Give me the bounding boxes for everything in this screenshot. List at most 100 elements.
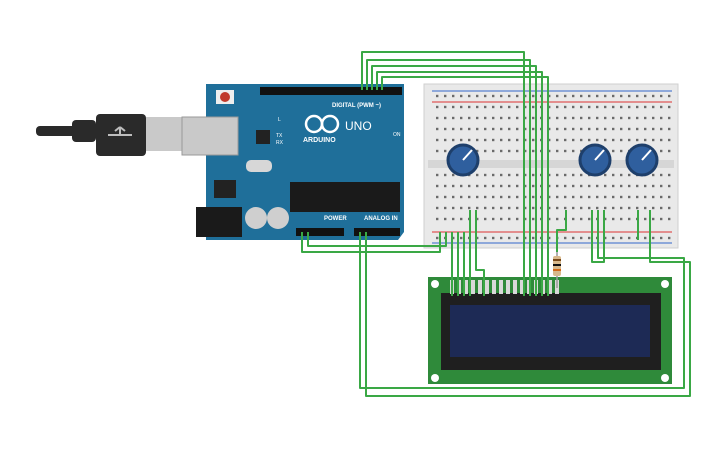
wire-gnd-to-breadboard: [307, 232, 447, 247]
breadboard-hole: [532, 127, 535, 131]
breadboard-hole: [524, 173, 527, 177]
breadboard-hole: [644, 116, 647, 120]
breadboard-hole: [436, 94, 439, 98]
breadboard-hole: [652, 195, 655, 199]
breadboard-hole: [604, 206, 607, 210]
breadboard-hole: [452, 127, 455, 131]
breadboard-hole: [468, 116, 471, 120]
breadboard-hole: [436, 206, 439, 210]
breadboard-hole: [556, 184, 559, 188]
breadboard-hole: [532, 184, 535, 188]
breadboard-hole: [596, 105, 599, 109]
wire-digital-to-lcd-4: [376, 71, 543, 296]
breadboard-hole: [612, 138, 615, 142]
breadboard-hole: [572, 127, 575, 131]
breadboard-hole: [516, 173, 519, 177]
mount-hole-br: [661, 374, 669, 382]
resistor-band-1: [553, 259, 561, 261]
breadboard-hole: [612, 116, 615, 120]
breadboard-hole: [460, 105, 463, 109]
breadboard-hole: [620, 149, 623, 153]
breadboard-hole: [604, 138, 607, 142]
potentiometer-2: [578, 143, 612, 177]
breadboard-hole: [460, 127, 463, 131]
breadboard-hole: [460, 116, 463, 120]
breadboard-hole: [508, 138, 511, 142]
potentiometer-1: [446, 143, 480, 177]
lcd-module: [428, 277, 672, 384]
lcd-pin: [492, 280, 496, 294]
breadboard-hole: [668, 184, 671, 188]
breadboard-hole: [468, 138, 471, 142]
breadboard-hole: [468, 184, 471, 188]
breadboard-hole: [532, 195, 535, 199]
breadboard-hole: [564, 184, 567, 188]
breadboard-hole: [580, 138, 583, 142]
breadboard-hole: [636, 206, 639, 210]
breadboard-hole: [612, 236, 615, 240]
breadboard-hole: [620, 195, 623, 199]
breadboard-hole: [484, 127, 487, 131]
breadboard-hole: [436, 184, 439, 188]
potentiometer-3: [625, 143, 659, 177]
breadboard-hole: [548, 116, 551, 120]
breadboard-hole: [620, 105, 623, 109]
breadboard-hole: [564, 206, 567, 210]
breadboard-hole: [668, 138, 671, 142]
breadboard-hole: [492, 195, 495, 199]
wires: [301, 51, 691, 397]
breadboard-hole: [524, 138, 527, 142]
breadboard-hole: [660, 149, 663, 153]
breadboard-hole: [668, 94, 671, 98]
breadboard-hole: [668, 149, 671, 153]
breadboard-hole: [452, 173, 455, 177]
breadboard-hole: [532, 217, 535, 221]
breadboard-hole: [468, 195, 471, 199]
breadboard-hole: [620, 173, 623, 177]
breadboard-hole: [628, 173, 631, 177]
power-header-label: POWER: [324, 216, 347, 222]
breadboard-hole: [668, 195, 671, 199]
digital-header-label: DIGITAL (PWM ~): [332, 103, 381, 109]
breadboard-hole: [668, 217, 671, 221]
breadboard-hole: [436, 217, 439, 221]
breadboard-hole: [436, 116, 439, 120]
breadboard-hole: [532, 236, 535, 240]
breadboard-hole: [628, 138, 631, 142]
breadboard-hole: [612, 184, 615, 188]
breadboard-hole: [596, 127, 599, 131]
mount-hole-tr: [661, 280, 669, 288]
breadboard-hole: [644, 195, 647, 199]
breadboard-hole: [476, 105, 479, 109]
breadboard-hole: [460, 94, 463, 98]
breadboard-hole: [588, 127, 591, 131]
breadboard-hole: [524, 206, 527, 210]
breadboard-hole: [580, 184, 583, 188]
breadboard-hole: [516, 236, 519, 240]
breadboard-hole: [580, 173, 583, 177]
breadboard-hole: [612, 195, 615, 199]
breadboard-hole: [636, 105, 639, 109]
breadboard-hole: [548, 206, 551, 210]
breadboard-hole: [476, 206, 479, 210]
breadboard-hole: [604, 236, 607, 240]
breadboard-hole: [436, 149, 439, 153]
breadboard-hole: [652, 236, 655, 240]
breadboard-hole: [620, 94, 623, 98]
breadboard-hole: [460, 206, 463, 210]
breadboard-hole: [556, 149, 559, 153]
usb-symbol-icon: [108, 126, 132, 136]
breadboard-hole: [548, 217, 551, 221]
breadboard-hole: [628, 94, 631, 98]
breadboard-hole: [660, 105, 663, 109]
breadboard-hole: [548, 236, 551, 240]
breadboard-hole: [604, 94, 607, 98]
breadboard-hole: [660, 138, 663, 142]
breadboard-hole: [564, 149, 567, 153]
breadboard-hole: [588, 206, 591, 210]
on-led-label: ON: [393, 132, 401, 138]
usb-jack: [181, 116, 239, 156]
breadboard-hole: [524, 236, 527, 240]
breadboard-hole: [436, 138, 439, 142]
breadboard-hole: [556, 127, 559, 131]
